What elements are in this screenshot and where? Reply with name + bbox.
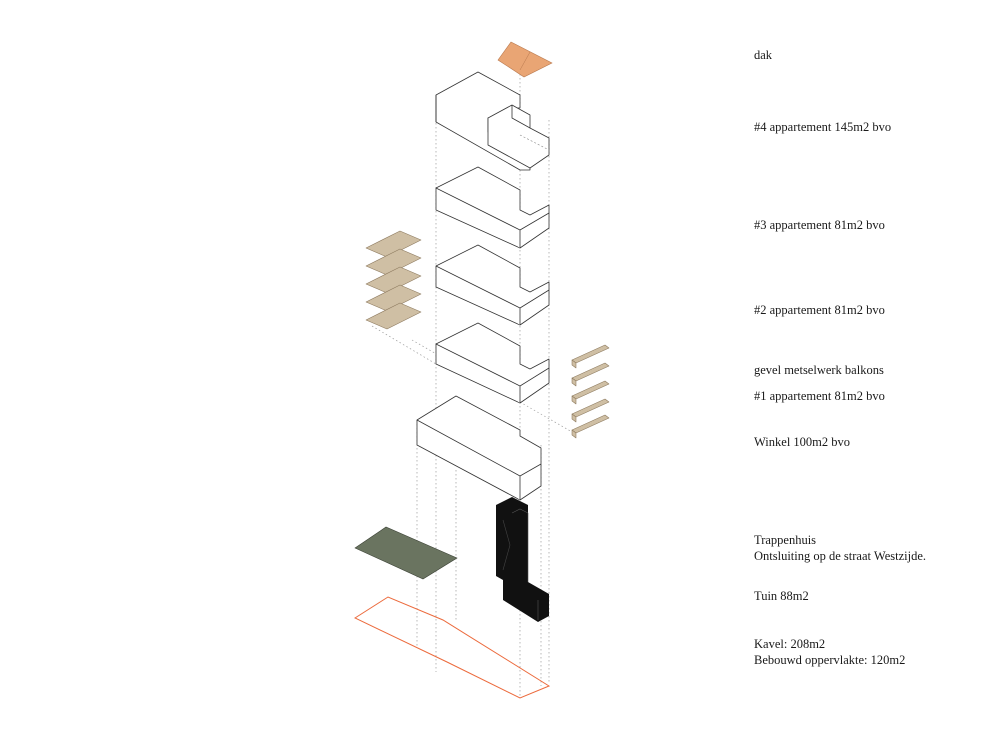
label-stairwell-description: Ontsluiting op de straat Westzijde. xyxy=(754,549,926,563)
label-garden: Tuin 88m2 xyxy=(754,589,809,603)
label-floor-3: #3 appartement 81m2 bvo xyxy=(754,218,885,232)
label-facade-balconies: gevel metselwerk balkons xyxy=(754,363,884,377)
vertical-guides xyxy=(371,70,573,698)
floor-3-volume xyxy=(435,166,550,249)
label-built-area: Bebouwd oppervlakte: 120m2 xyxy=(754,653,906,667)
label-floor-4: #4 appartement 145m2 bvo xyxy=(754,120,892,134)
roof-volume xyxy=(497,41,553,78)
label-plot: Kavel: 208m2 xyxy=(754,637,826,651)
rear-balconies xyxy=(365,230,422,330)
floor-2-volume xyxy=(435,244,550,326)
garden-plane xyxy=(354,526,458,580)
label-floor-2: #2 appartement 81m2 bvo xyxy=(754,303,885,317)
label-floor-1: #1 appartement 81m2 bvo xyxy=(754,389,885,403)
floor-1-volume xyxy=(435,322,550,404)
label-roof: dak xyxy=(754,48,773,62)
label-stairwell-title: Trappenhuis xyxy=(754,533,817,547)
plot-outline xyxy=(353,596,551,699)
label-shop: Winkel 100m2 bvo xyxy=(754,435,851,449)
facade-balconies xyxy=(571,344,610,439)
stairwell-volume xyxy=(496,497,549,622)
shop-volume xyxy=(416,395,542,501)
floor-4-volume xyxy=(435,71,550,171)
